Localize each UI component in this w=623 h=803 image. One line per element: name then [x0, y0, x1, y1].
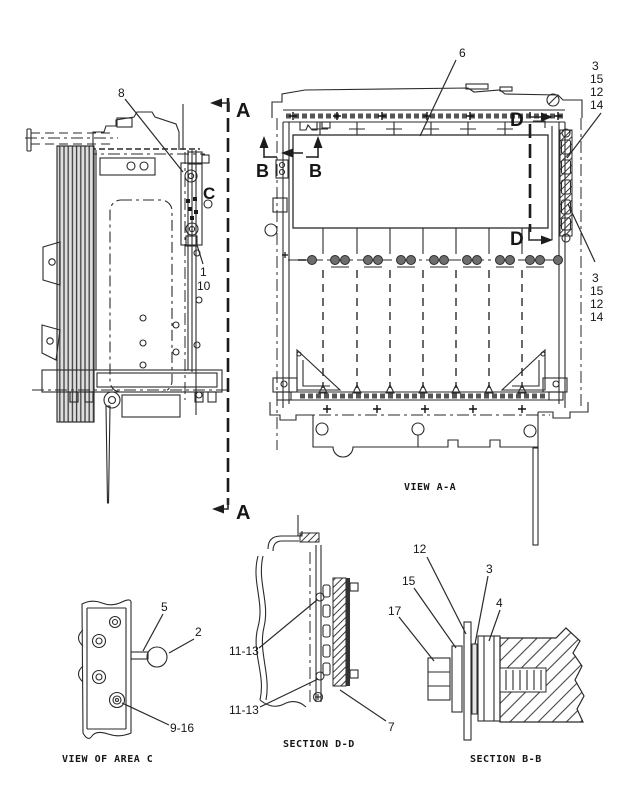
section-b-b-caption: SECTION B-B — [470, 754, 542, 765]
corner-feet — [272, 377, 568, 401]
callout-15: 15 — [402, 574, 416, 588]
callout-17: 17 — [388, 604, 402, 618]
callout-stack-top: 3 15 12 14 — [590, 59, 604, 112]
view-of-area-c-caption: VIEW OF AREA C — [62, 754, 153, 765]
section-line-d — [528, 112, 553, 245]
section-a-label-top: A — [236, 100, 250, 122]
labels: 8 C 1 10 A A 6 B B D D 3 15 12 14 3 15 1… — [62, 46, 604, 765]
seal-strip — [551, 126, 573, 243]
callout-2: 2 — [195, 625, 202, 639]
callout-3: 3 — [486, 562, 493, 576]
section-d-d-caption: SECTION D-D — [283, 739, 355, 750]
svg-text:12: 12 — [590, 85, 604, 99]
tube-stubs — [322, 228, 523, 254]
area-c-valve — [180, 151, 213, 247]
callout-6: 6 — [459, 46, 466, 60]
svg-text:15: 15 — [590, 72, 604, 86]
bolt-pair-row — [282, 252, 563, 268]
svg-text:14: 14 — [590, 310, 604, 324]
section-d-label-top: D — [510, 110, 524, 131]
svg-text:12: 12 — [590, 297, 604, 311]
callout-9-16: 9-16 — [170, 721, 194, 735]
section-line-b — [259, 136, 323, 158]
tubes — [318, 270, 527, 394]
bottom-rail-screws — [323, 405, 526, 413]
callout-7: 7 — [388, 720, 395, 734]
callout-5: 5 — [161, 600, 168, 614]
callout-8: 8 — [118, 86, 125, 100]
top-rail-screws — [289, 112, 562, 120]
section-d-label-bottom: D — [510, 229, 524, 250]
side-view-line-art — [25, 104, 230, 504]
section-b-b-line-art — [398, 556, 585, 741]
section-a-label-bottom: A — [236, 502, 250, 524]
svg-text:14: 14 — [590, 98, 604, 112]
callout-11-13-lower: 11-13 — [229, 703, 259, 717]
section-b-label-right: B — [309, 161, 322, 181]
view-a-a-line-art — [259, 59, 602, 546]
view-of-area-c-line-art — [77, 599, 195, 739]
section-d-d-line-art — [255, 515, 387, 722]
callout-11-13-upper: 11-13 — [229, 644, 259, 658]
section-line-a — [210, 98, 230, 514]
section-b-label-left: B — [256, 161, 269, 181]
panel-ticks — [312, 122, 513, 135]
callout-stack-bottom: 3 15 12 14 — [590, 271, 604, 324]
svg-text:3: 3 — [592, 59, 599, 73]
svg-text:15: 15 — [590, 284, 604, 298]
callout-1: 1 — [200, 265, 207, 279]
callout-10: 10 — [197, 279, 211, 293]
callout-4: 4 — [496, 596, 503, 610]
area-c-label: C — [203, 184, 215, 203]
svg-text:3: 3 — [592, 271, 599, 285]
callout-12: 12 — [413, 542, 427, 556]
view-a-a-caption: VIEW A-A — [404, 482, 456, 493]
bottom-pan — [296, 412, 550, 458]
